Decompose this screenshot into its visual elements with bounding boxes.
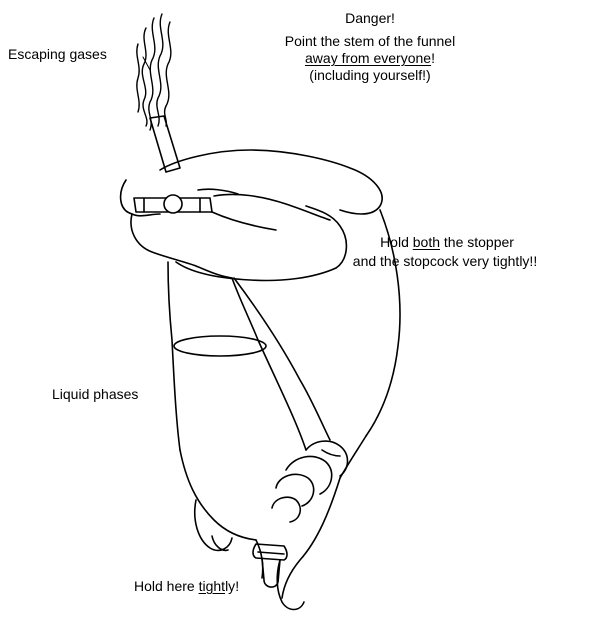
- funnel-body: [168, 262, 306, 450]
- label-away-from-everyone: away from everyone!: [250, 50, 490, 67]
- stopper: [253, 544, 287, 587]
- escaping-gas-wisps: [137, 14, 171, 130]
- label-danger: Danger!: [250, 10, 490, 27]
- label-danger-block: Danger! Point the stem of the funnel awa…: [250, 10, 490, 84]
- label-hold-both-block: Hold both the stopper and the stopcock v…: [300, 234, 590, 270]
- label-escaping-gases: Escaping gases: [8, 46, 107, 63]
- label-liquid-phases: Liquid phases: [52, 386, 138, 403]
- liquid-interface: [174, 336, 266, 356]
- label-stopcock-tightly: and the stopcock very tightly!!: [300, 253, 590, 270]
- label-including-yourself: (including yourself!): [250, 67, 490, 84]
- label-point-stem: Point the stem of the funnel: [250, 33, 490, 50]
- label-hold-both-line1: Hold both the stopper: [300, 234, 590, 251]
- stopcock: [134, 195, 212, 213]
- funnel-stem: [150, 116, 180, 172]
- label-hold-here-tightly: Hold here tightly!: [134, 578, 239, 595]
